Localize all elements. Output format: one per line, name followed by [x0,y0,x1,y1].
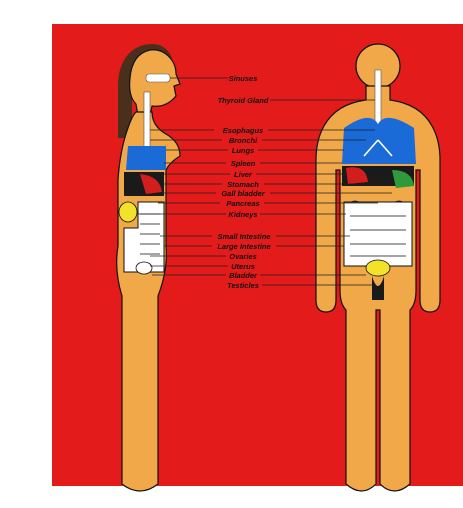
label-bronchi: Bronchi [229,136,258,145]
female-sinuses [146,74,170,82]
male-bladder [366,260,390,276]
label-spleen: Spleen [231,159,256,168]
label-sinuses: Sinuses [229,74,258,83]
label-large-intestine: Large Intestine [217,242,270,251]
label-gall-bladder: Gall bladder [221,189,265,198]
label-lungs: Lungs [232,146,255,155]
label-stomach: Stomach [227,180,259,189]
label-thyroid-gland: Thyroid Gland [218,96,269,105]
female-lungs [126,146,166,170]
female-esophagus [144,92,150,148]
label-bladder: Bladder [229,271,258,280]
label-esophagus: Esophagus [223,126,263,135]
label-testicles: Testicles [227,281,259,290]
label-uterus: Uterus [231,262,255,271]
label-small-intestine: Small Intestine [218,232,271,241]
label-ovaries: Ovaries [229,252,257,261]
label-pancreas: Pancreas [226,199,259,208]
label-liver: Liver [234,170,253,179]
label-kidneys: Kidneys [228,210,257,219]
female-bladder [136,262,152,274]
female-kidney [119,202,137,222]
